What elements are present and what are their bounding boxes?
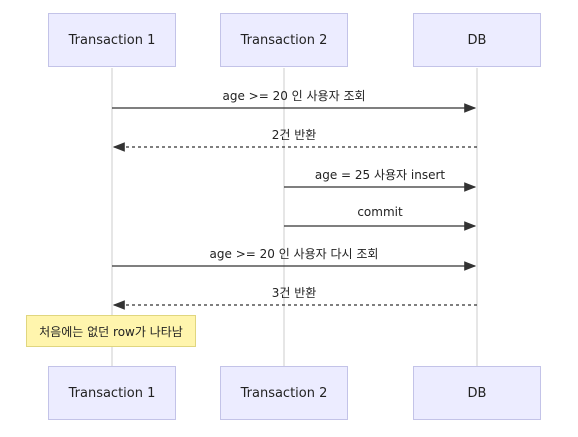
message-label: commit xyxy=(357,205,403,219)
message-label: 3건 반환 xyxy=(271,286,317,300)
actor-db-bottom: DB xyxy=(413,366,541,420)
note: 처음에는 없던 row가 나타남 xyxy=(26,315,196,347)
message-label: age >= 20 인 사용자 조회 xyxy=(222,89,366,103)
actor-db-top: DB xyxy=(413,13,541,67)
message-label: 2건 반환 xyxy=(271,128,317,142)
actor-transaction-2-top: Transaction 2 xyxy=(220,13,348,67)
message-label: age >= 20 인 사용자 다시 조회 xyxy=(209,247,379,261)
actor-transaction-1-top: Transaction 1 xyxy=(48,13,176,67)
actor-transaction-1-bottom: Transaction 1 xyxy=(48,366,176,420)
message-label: age = 25 사용자 insert xyxy=(314,168,446,182)
actor-transaction-2-bottom: Transaction 2 xyxy=(220,366,348,420)
